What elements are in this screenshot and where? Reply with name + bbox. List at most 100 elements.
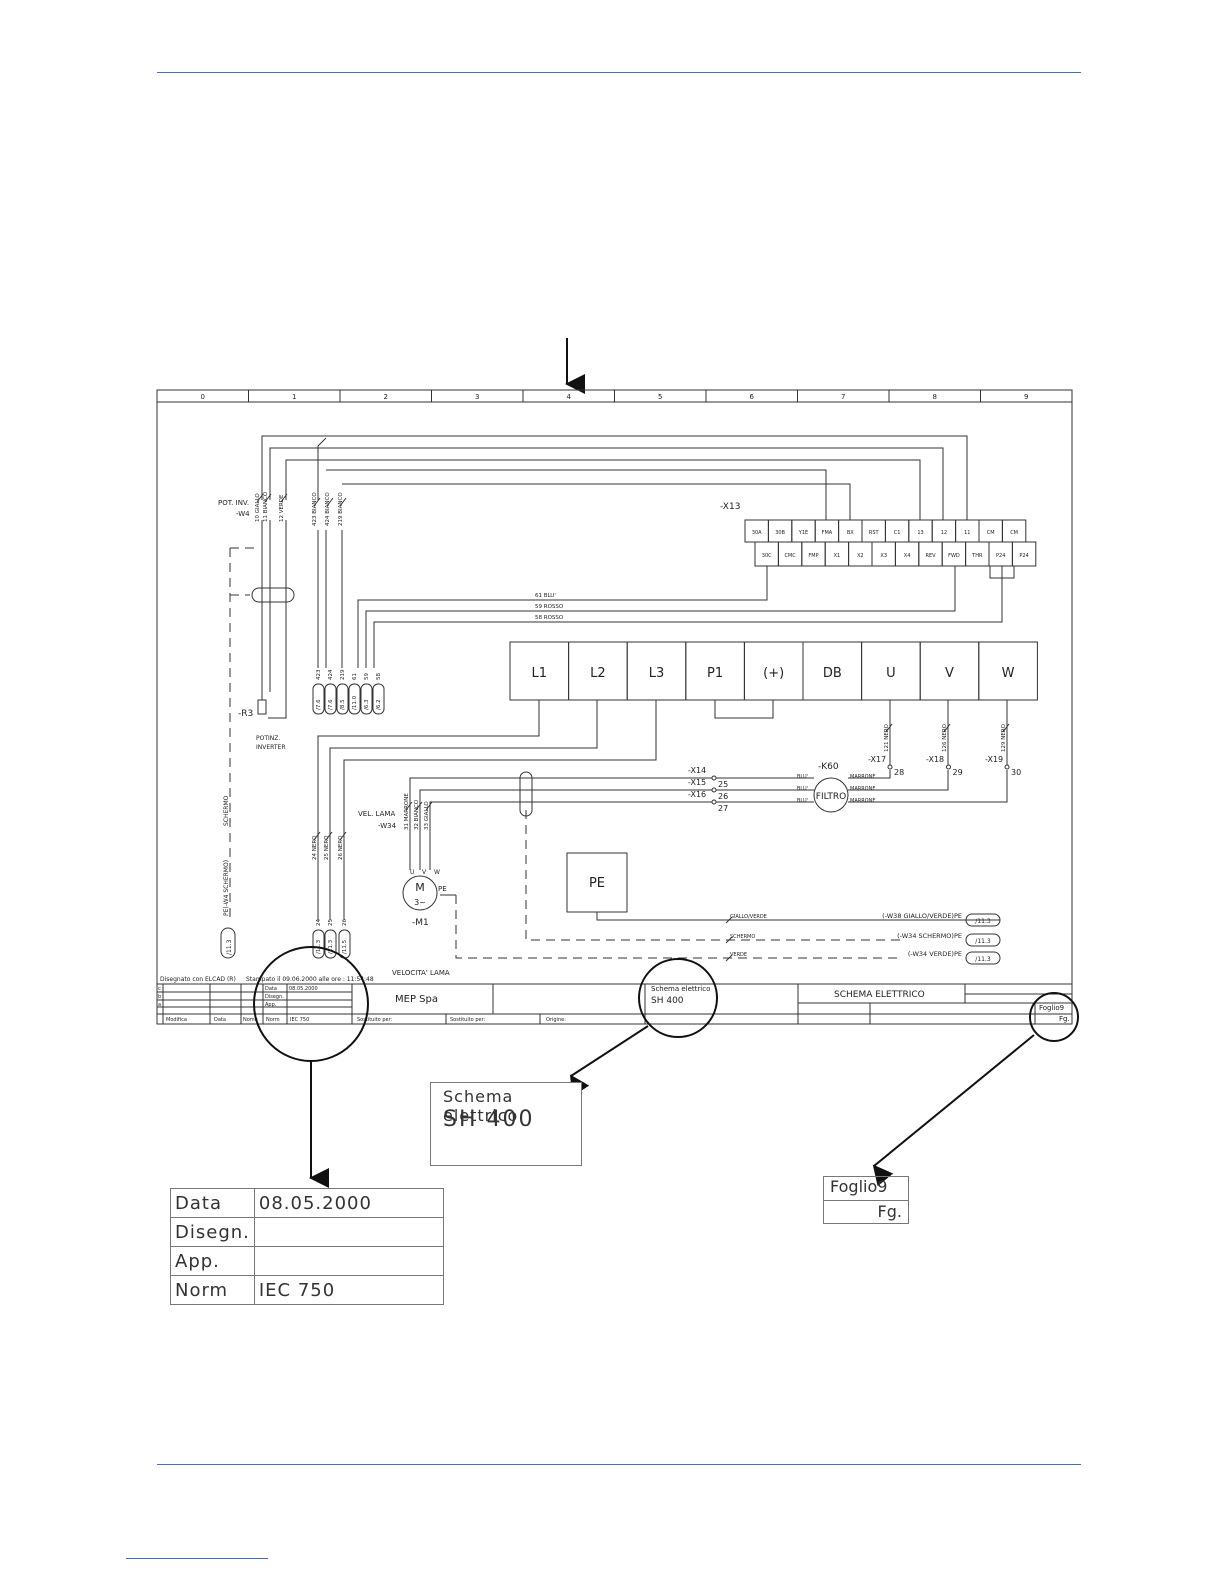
pe-box-label: PE bbox=[589, 876, 605, 891]
callout-schema: Schema elettrico SH 400 bbox=[430, 1082, 582, 1166]
rev-a: a bbox=[158, 1002, 161, 1008]
pot-inv-cable: -W4 bbox=[236, 510, 250, 518]
motor-terminal: V bbox=[422, 869, 427, 876]
blu-label: BLU' bbox=[797, 798, 808, 804]
reference-tag bbox=[372, 683, 385, 715]
wire-label: 424 BIANCO bbox=[325, 492, 331, 526]
wire-label: 32 BIANCO bbox=[414, 799, 420, 830]
motor-terminal: W bbox=[434, 869, 440, 876]
motor-connector-number: 25 bbox=[718, 780, 728, 789]
wire-tick bbox=[264, 493, 272, 503]
reference-tag-text: /11.3 bbox=[975, 918, 991, 925]
wire-tick bbox=[725, 954, 733, 962]
rev-b: b bbox=[158, 994, 161, 1000]
wire-label: 423 BIANCO bbox=[312, 492, 318, 526]
power-terminal-label: L1 bbox=[532, 666, 548, 681]
reference-tag bbox=[348, 683, 361, 715]
connector-pin bbox=[946, 764, 951, 770]
terminal-label: RST bbox=[869, 530, 880, 536]
motor-phase: 3~ bbox=[414, 898, 426, 907]
wire-label: 25 NERO bbox=[324, 835, 330, 860]
pe-box bbox=[566, 852, 628, 913]
signal-wire-label: 61 BLU' bbox=[535, 593, 556, 599]
wire-label: 11 BIANCO bbox=[263, 491, 269, 522]
column-label: 4 bbox=[567, 393, 572, 401]
power-terminal bbox=[978, 641, 1038, 701]
terminal-label: P24 bbox=[996, 553, 1005, 559]
terminal-label: 30A bbox=[752, 530, 762, 536]
output-number: 30 bbox=[1011, 768, 1021, 777]
column-label: 1 bbox=[292, 393, 296, 401]
wire-tick bbox=[943, 723, 951, 733]
ground-wire-label: SCHERMO bbox=[730, 934, 755, 940]
output-number: 29 bbox=[953, 768, 963, 777]
company-name: MEP Spa bbox=[395, 994, 438, 1005]
footnote-rule bbox=[126, 1558, 268, 1559]
terminal-label: X2 bbox=[857, 553, 864, 559]
table-key: Disegn. bbox=[170, 1217, 255, 1247]
table-key: Norm bbox=[170, 1275, 255, 1305]
bus-wires bbox=[261, 435, 1015, 921]
column-label: 9 bbox=[1024, 393, 1028, 401]
callout-schema-line2: SH 400 bbox=[443, 1107, 535, 1132]
column-label: 2 bbox=[384, 393, 388, 401]
pot-inv-label: POT. INV. bbox=[218, 499, 249, 507]
connector-pin bbox=[887, 764, 893, 770]
table-value: IEC 750 bbox=[253, 1275, 445, 1305]
marrone-label: MARRONE bbox=[850, 786, 876, 792]
wire-tick bbox=[280, 493, 288, 503]
reference-tag-text: /7.6 bbox=[328, 699, 334, 710]
tb-data-value: 08.05.2000 bbox=[289, 986, 318, 992]
terminal-label: X3 bbox=[880, 553, 887, 559]
wire-tick bbox=[256, 493, 264, 503]
reference-tag bbox=[324, 929, 337, 959]
wire-tick bbox=[339, 831, 347, 841]
printed-date: Stampato il 09.06.2000 alle ore : 11:54:… bbox=[246, 976, 374, 983]
table-row: Disegn. bbox=[170, 1217, 445, 1247]
reference-tag bbox=[965, 951, 1001, 965]
tb-app: App. bbox=[265, 1002, 277, 1008]
wire-tick bbox=[326, 497, 334, 507]
tb-disegn: Disegn. bbox=[265, 994, 284, 1000]
wire-label: 12 VERDE bbox=[279, 494, 285, 522]
motor-pe: PE bbox=[438, 885, 447, 893]
reference-tag-number: 58 bbox=[376, 673, 382, 680]
table-value bbox=[253, 1246, 445, 1276]
terminal-label: CMC bbox=[784, 553, 796, 559]
blu-label: BLU' bbox=[797, 774, 808, 780]
title-block-cell: Origine: bbox=[546, 1017, 566, 1023]
title-block-cell: Modifica bbox=[166, 1017, 187, 1023]
signal-wire-label: 59 ROSSO bbox=[535, 604, 564, 610]
arrow-to-foglio bbox=[872, 1034, 1035, 1187]
reference-tag-number: 24 bbox=[316, 919, 322, 926]
reference-tag bbox=[965, 933, 1001, 947]
filter-k60 bbox=[813, 777, 849, 813]
wire-label: 10 GIALLO bbox=[255, 493, 261, 522]
column-label: 6 bbox=[750, 393, 755, 401]
title-block-cell: Norm bbox=[266, 1017, 280, 1023]
terminal-label: C1 bbox=[894, 530, 901, 536]
reference-tag-text: /7.6 bbox=[316, 699, 322, 710]
reference-tag-number: 423 bbox=[316, 669, 322, 680]
reference-tag-text: /8.5 bbox=[340, 699, 346, 710]
tb-title: SCHEMA ELETTRICO bbox=[834, 990, 925, 1000]
header-rule bbox=[157, 72, 1081, 73]
wire-tick bbox=[325, 831, 333, 841]
wire-label: 121 NERO bbox=[884, 723, 890, 752]
power-terminal-label: V bbox=[945, 666, 954, 681]
table-value: 08.05.2000 bbox=[253, 1188, 445, 1218]
wire-label: 33 GIALLO bbox=[424, 801, 430, 830]
velocita-label: VELOCITA' LAMA bbox=[392, 969, 450, 977]
reference-tag-text: /11.3 bbox=[975, 938, 991, 945]
terminal-label: Y1E bbox=[798, 530, 808, 536]
motor-connector: -X14 bbox=[688, 766, 706, 775]
motor-connectors: -X1425BLU'MARRONE-X1526BLU'MARRONE-X1627… bbox=[688, 766, 876, 813]
wire-tick bbox=[885, 723, 893, 733]
zoom-circle-right bbox=[1029, 992, 1079, 1042]
power-terminal-label: P1 bbox=[707, 666, 723, 681]
table-key: Data bbox=[170, 1188, 255, 1218]
ground-wire-label: VERDE bbox=[730, 952, 747, 958]
